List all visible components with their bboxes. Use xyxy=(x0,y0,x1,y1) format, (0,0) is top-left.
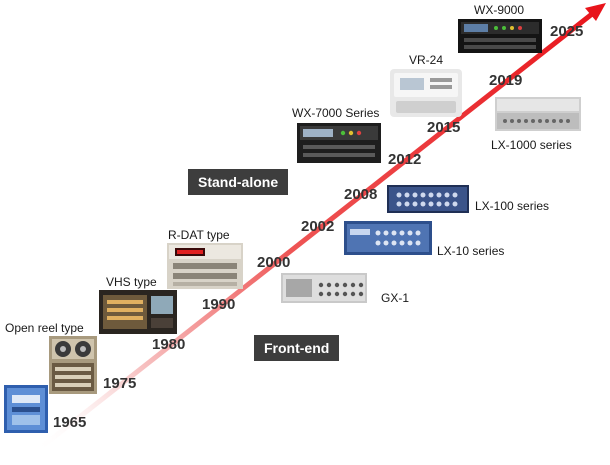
device-rdat-image xyxy=(167,243,243,289)
year-label: 2008 xyxy=(344,186,378,203)
year-label: 2012 xyxy=(388,151,422,168)
year-label: 2025 xyxy=(550,23,584,40)
product-label-rdat: R-DAT type xyxy=(168,228,230,242)
product-label-wx7000: WX-7000 Series xyxy=(292,106,380,120)
stand-alone-label: Stand-alone xyxy=(188,169,289,195)
year-label: 2015 xyxy=(427,119,461,136)
product-label-lx1000: LX-1000 series xyxy=(491,138,572,152)
device-open-reel-image xyxy=(49,336,97,394)
device-lx1000-image xyxy=(495,97,581,131)
product-label-wx9000: WX-9000 xyxy=(474,3,525,17)
device-gx1-image xyxy=(281,273,367,303)
product-label-lx100: LX-100 series xyxy=(475,199,550,213)
device-vr24-image xyxy=(390,69,462,117)
device-lx100-image xyxy=(387,185,469,213)
arrow-shaft xyxy=(33,12,594,454)
product-label-open-reel: Open reel type xyxy=(5,321,84,335)
device-vhs-image xyxy=(99,290,177,334)
device-wx9000-image xyxy=(458,19,542,53)
product-label-gx1: GX-1 xyxy=(381,291,410,305)
year-label: 2000 xyxy=(257,254,291,271)
front-end-label: Front-end xyxy=(254,335,340,361)
device-1965-rack-image xyxy=(4,385,48,433)
year-label: 1990 xyxy=(202,296,236,313)
year-label: 2019 xyxy=(489,72,523,89)
device-lx10-image xyxy=(344,221,432,255)
product-label-lx10: LX-10 series xyxy=(437,244,505,258)
device-wx7000-image xyxy=(297,123,381,163)
product-label-vhs: VHS type xyxy=(106,275,157,289)
year-label: 1965 xyxy=(53,414,87,431)
product-label-vr24: VR-24 xyxy=(409,53,444,67)
arrow-head xyxy=(585,3,606,21)
year-label: 1975 xyxy=(103,375,137,392)
year-label: 2002 xyxy=(301,218,335,235)
year-label: 1980 xyxy=(152,336,186,353)
